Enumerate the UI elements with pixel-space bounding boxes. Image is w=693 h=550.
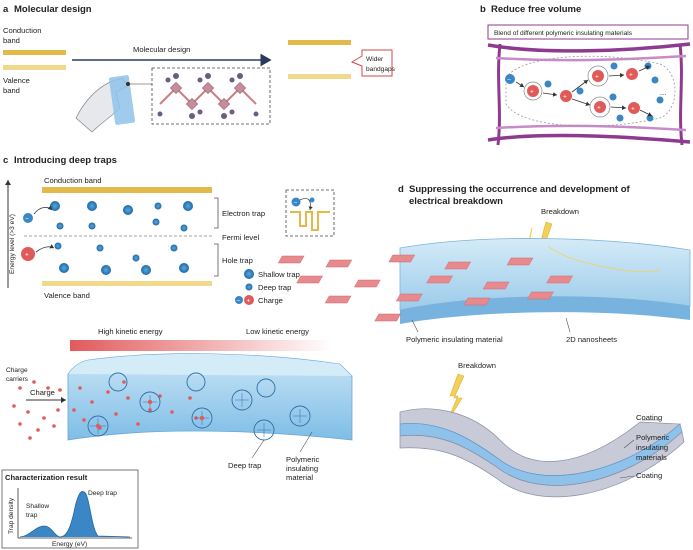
energy-axis-c: Energy (eV) <box>52 541 87 548</box>
valence-band-label-1: Valence <box>3 76 30 85</box>
valence-band-label-2: band <box>3 86 20 95</box>
panel-c-letter: c <box>3 155 8 166</box>
charge-migration-b: − + + + + + + <box>505 62 666 122</box>
legend-shallow: Shallow trap <box>258 270 300 279</box>
molecule-sheet <box>109 75 135 125</box>
molecule-detail-box <box>151 67 271 125</box>
coating-top-label: Coating <box>636 413 662 422</box>
layer-middle-label-1: Polymeric <box>636 433 670 442</box>
wider-bandgaps-label-2: bandgaps <box>366 66 396 73</box>
hand-illustration <box>75 75 152 133</box>
conduction-band-bar-left <box>3 50 66 55</box>
layer-middle-label-2: insulating <box>636 443 668 452</box>
conduction-band-c-label: Conduction band <box>44 176 101 185</box>
valence-band-c <box>42 281 212 286</box>
svg-text:−: − <box>507 77 511 84</box>
svg-text:−: − <box>237 298 241 305</box>
panel-b-title: Reduce free volume <box>491 4 581 15</box>
shallow-trap-annot-1: Shallow <box>26 503 49 510</box>
polymer-network <box>487 42 691 146</box>
nanosheets-label: 2D nanosheets <box>566 335 617 344</box>
panel-a-letter: a <box>3 4 9 15</box>
svg-text:+: + <box>629 72 633 79</box>
blend-label: Blend of different polymeric insulating … <box>494 30 633 37</box>
electron-traps <box>50 201 193 232</box>
coating-bottom-label: Coating <box>636 471 662 480</box>
lightning-bottom <box>445 373 465 425</box>
legend-deep: Deep trap <box>258 283 291 292</box>
hole-charge <box>21 247 35 261</box>
panel-d-title-2: electrical breakdown <box>409 196 503 207</box>
svg-text:+: + <box>597 105 601 112</box>
panel-d-title-1: Suppressing the occurrence and developme… <box>409 184 630 195</box>
valence-band-bar-right <box>288 74 351 79</box>
coating-bottom-layer <box>399 431 685 498</box>
deep-trap-annot: Deep trap <box>88 490 117 497</box>
valence-band-bar-left <box>3 65 66 70</box>
svg-text:+: + <box>631 106 635 113</box>
energy-axis-label: Energy level (>3 eV) <box>9 214 16 274</box>
legend-deep-swatch <box>245 283 253 291</box>
breakdown-top-label: Breakdown <box>541 207 579 216</box>
molecular-design-arrow-label: Molecular design <box>133 45 190 54</box>
layered-film <box>399 408 685 498</box>
legend-charge: Charge <box>258 296 283 305</box>
panel-c: c Introducing deep traps Energy level (>… <box>1 155 353 549</box>
svg-text:+: + <box>563 94 567 101</box>
material-label-1: Polymeric <box>286 455 320 464</box>
characterization-title: Characterization result <box>5 473 88 482</box>
continuation-ellipsis: ... <box>660 88 666 97</box>
svg-text:−: − <box>25 216 29 223</box>
hole-trap-label: Hole trap <box>222 256 253 265</box>
charge-carriers-label-1: Charge <box>6 367 28 374</box>
charge-carriers-label-2: carriers <box>6 376 29 383</box>
conduction-band-c <box>42 187 212 193</box>
high-ke-label: High kinetic energy <box>98 327 163 336</box>
shallow-trap-annot-2: trap <box>26 512 38 519</box>
panel-d: d Suppressing the occurrence and develop… <box>277 184 691 498</box>
panel-b: b Reduce free volume Blend of different … <box>480 4 691 146</box>
panel-c-title: Introducing deep traps <box>14 155 117 166</box>
svg-text:+: + <box>530 89 534 96</box>
low-ke-label: Low kinetic energy <box>246 327 309 336</box>
panel-a: a Molecular design Conduction band Valen… <box>3 4 396 133</box>
nanosheets <box>277 254 573 322</box>
panel-d-letter: d <box>398 184 404 195</box>
fullerene-traps <box>87 372 311 441</box>
material-label-2: insulating <box>286 464 318 473</box>
svg-text:−: − <box>294 200 298 207</box>
charge-arrow-label: Charge <box>30 388 55 397</box>
layer-middle-label-3: materials <box>636 453 667 462</box>
blend-label-box <box>487 24 689 40</box>
trap-well-inset <box>285 189 335 237</box>
conduction-band-label-2: band <box>3 36 20 45</box>
characterization-inset: Characterization result Trap density Ene… <box>1 469 139 549</box>
electron-charge <box>23 213 33 223</box>
conduction-band-label-1: Conduction <box>3 26 41 35</box>
trap-density-axis: Trap density <box>8 497 15 534</box>
hole-traps <box>54 242 189 275</box>
polymer-chain <box>157 73 259 119</box>
panel-b-letter: b <box>480 4 486 15</box>
material-label-3: material <box>286 473 313 482</box>
legend-shallow-swatch <box>244 269 254 279</box>
valence-band-c-label: Valence band <box>44 291 90 300</box>
trap-legend: Shallow trap Deep trap − + Charge <box>235 269 300 305</box>
panel-a-title: Molecular design <box>14 4 92 15</box>
svg-text:+: + <box>247 298 251 305</box>
fermi-level-label: Fermi level <box>222 233 259 242</box>
conduction-band-bar-right <box>288 40 351 45</box>
polymeric-material-label: Polymeric insulating material <box>406 335 503 344</box>
trap-density-curve <box>19 491 131 538</box>
electron-trap-label: Electron trap <box>222 209 265 218</box>
svg-text:+: + <box>25 252 29 259</box>
deep-trap-c-label: Deep trap <box>228 461 261 470</box>
svg-text:+: + <box>595 74 599 81</box>
breakdown-bottom-label: Breakdown <box>458 361 496 370</box>
kinetic-energy-gradient <box>70 340 332 351</box>
wider-bandgaps-callout <box>350 49 393 77</box>
wider-bandgaps-label-1: Wider <box>366 56 384 63</box>
